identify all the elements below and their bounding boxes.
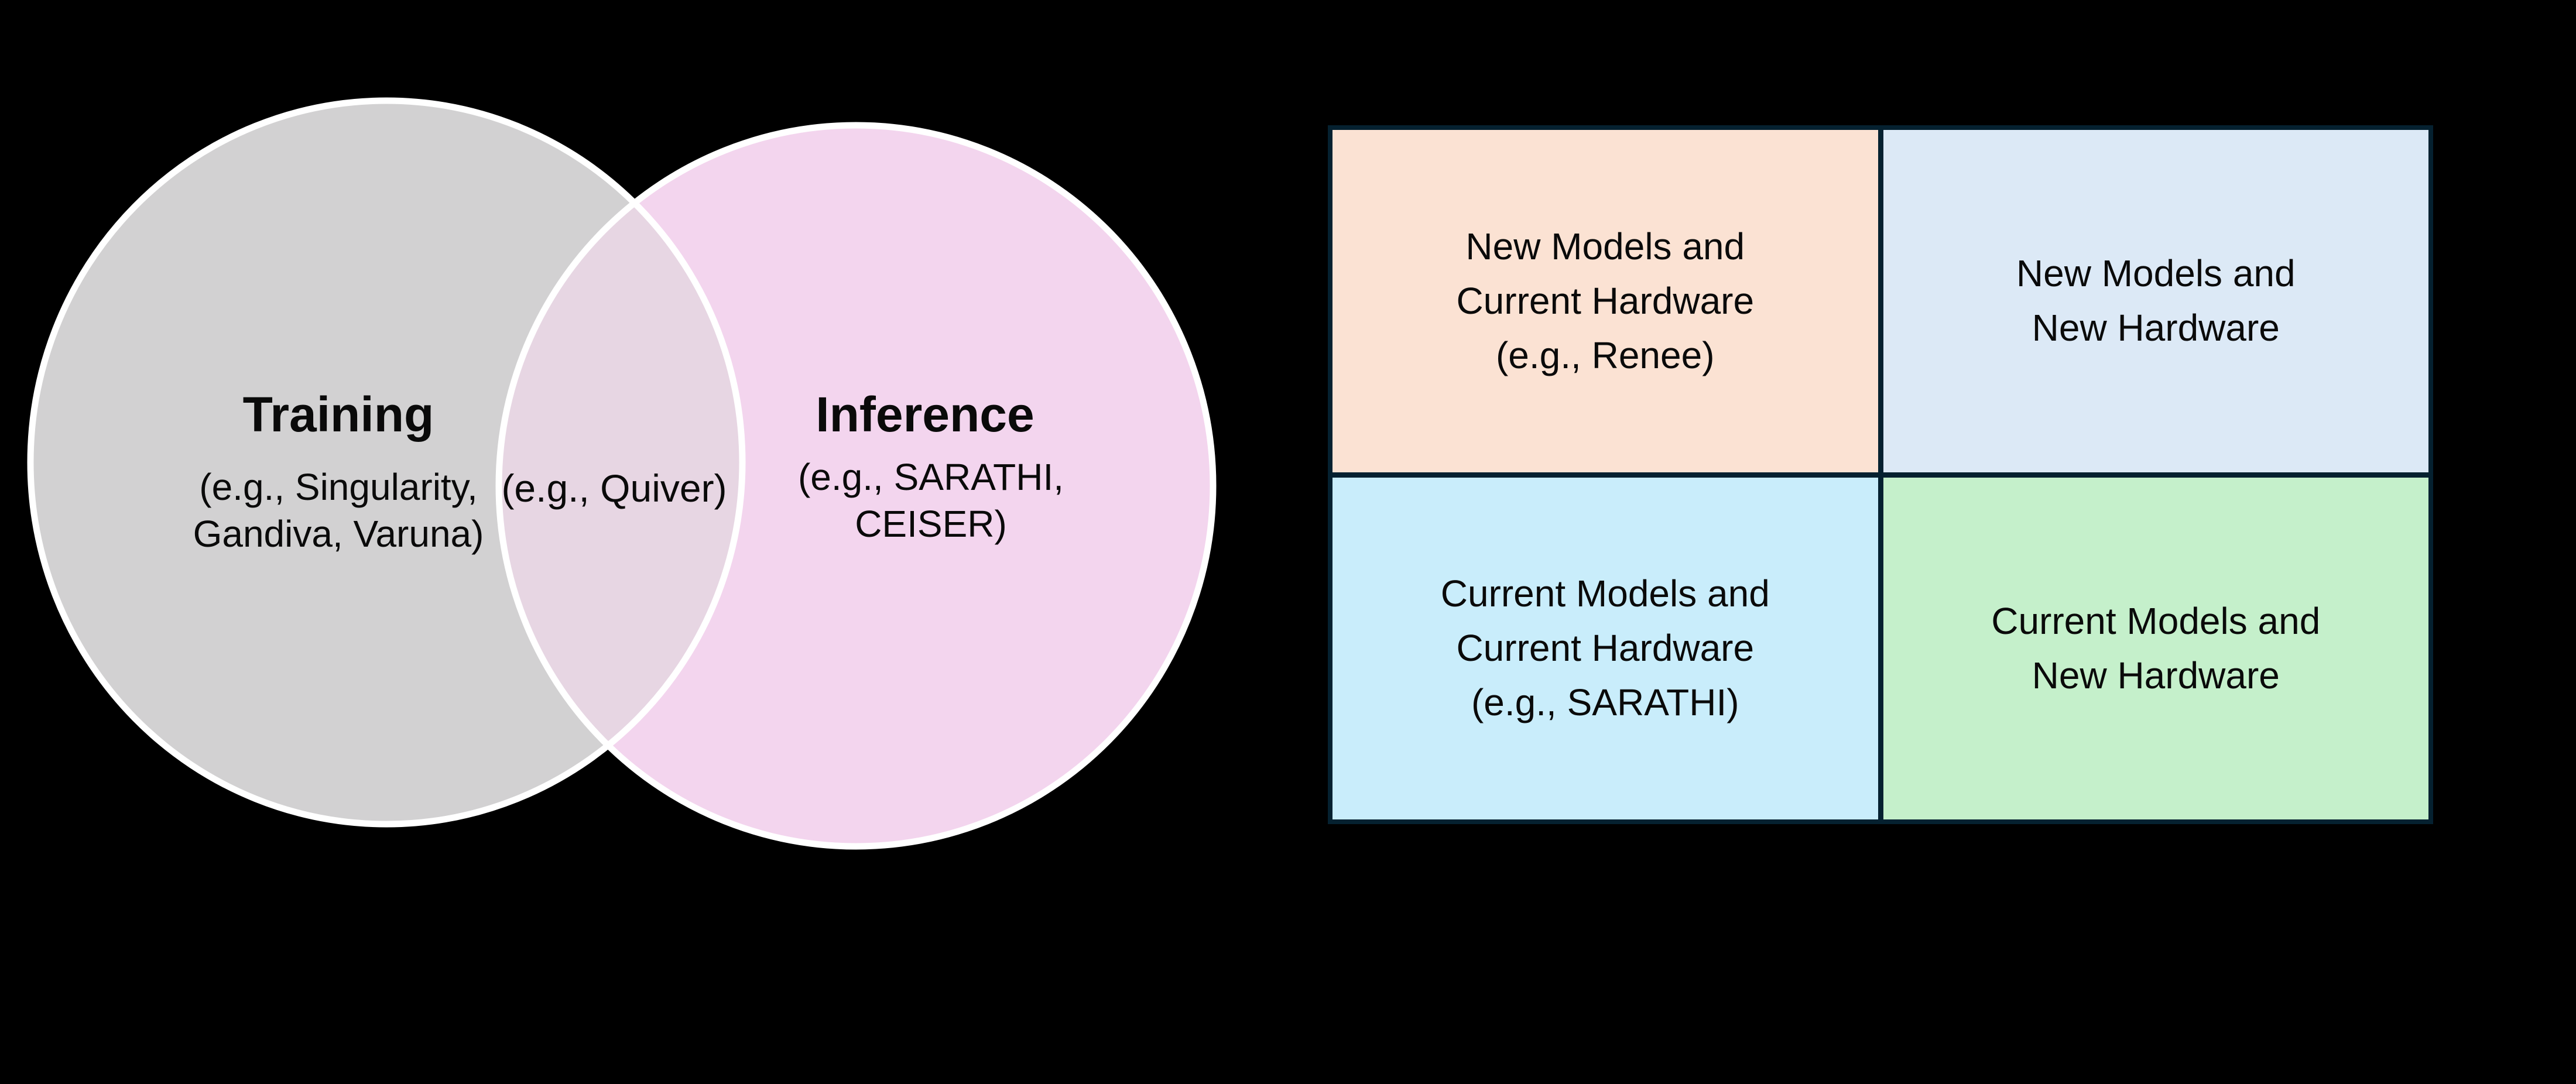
inference-examples: (e.g., SARATHI, CEISER) [797,456,1064,545]
inference-title: Inference [816,387,1034,442]
training-circle-outline [27,97,746,828]
quadrant-cell-current-models-current-hardware: Current Models and Current Hardware (e.g… [1332,477,1878,819]
inference-circle-outline [495,122,1217,850]
training-examples: (e.g., Singularity, Gandiva, Varuna) [193,466,484,555]
quadrant-cell-current-models-new-hardware: Current Models and New Hardware [1883,477,2428,819]
quadrant-cell-new-models-new-hardware: New Models and New Hardware [1883,130,2428,472]
quadrant-cell-label: New Models and New Hardware [2016,252,2296,349]
quadrant-cell-label: Current Models and New Hardware [1991,599,2321,697]
venn-diagram [27,97,1217,850]
quadrant-cell-label: Current Models and Current Hardware (e.g… [1440,572,1770,724]
quadrant-cell-label: New Models and Current Hardware (e.g., R… [1456,225,1755,376]
quadrant-cell-new-models-current-hardware: New Models and Current Hardware (e.g., R… [1332,130,1878,472]
quadrant-table: New Models and Current Hardware (e.g., R… [1328,125,2433,824]
overlap-examples: (e.g., Quiver) [501,466,727,510]
training-title: Training [242,387,434,442]
